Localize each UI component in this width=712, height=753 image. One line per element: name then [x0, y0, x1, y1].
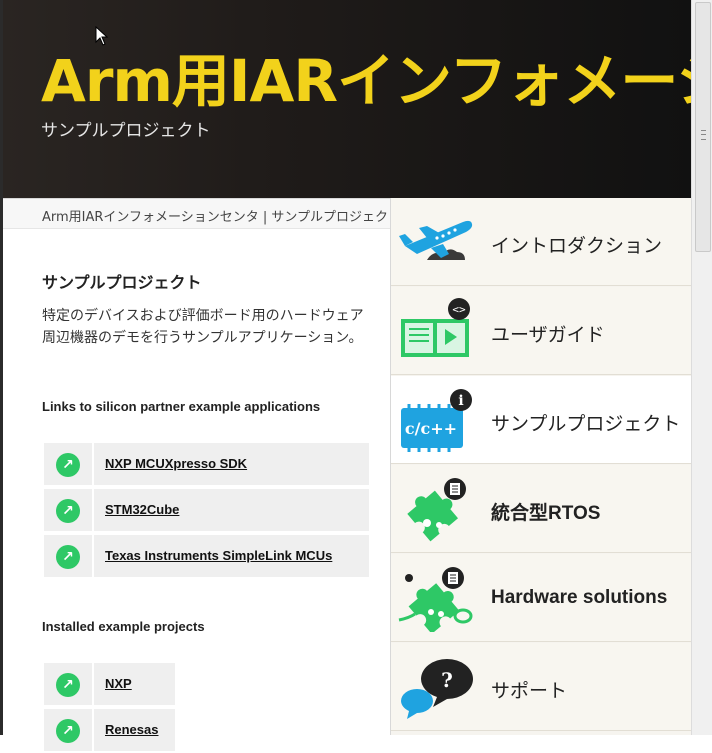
- svg-text:c/c++: c/c++: [405, 419, 457, 438]
- link-row[interactable]: ↗ STM32Cube: [44, 489, 369, 533]
- nav-item-sample-projects[interactable]: c/c++ i サンプルプロジェクト: [391, 376, 691, 464]
- header-title: Arm用IARインフォメーションセンタ: [41, 47, 691, 115]
- link-row[interactable]: ↗ Texas Instruments SimpleLink MCUs: [44, 535, 369, 579]
- nav-item-support[interactable]: ? サポート: [391, 643, 691, 731]
- nav-item-introduction[interactable]: イントロダクション: [391, 198, 691, 286]
- installed-link-nxp[interactable]: NXP: [105, 676, 132, 691]
- nav-label: イントロダクション: [491, 235, 663, 257]
- link-row[interactable]: ↗ NXP: [44, 663, 175, 707]
- arrow-link-icon: ↗: [44, 443, 94, 485]
- partner-link-stm32cube[interactable]: STM32Cube: [105, 502, 180, 517]
- page-description: 特定のデバイスおよび評価ボード用のハードウェア周辺機器のデモを行うサンプルアプリ…: [42, 308, 364, 346]
- arrow-link-icon: ↗: [44, 535, 94, 577]
- nav-label: サポート: [491, 680, 568, 702]
- svg-text:i: i: [458, 393, 463, 409]
- main-content: サンプルプロジェクト 特定のデバイスおよび評価ボード用のハードウェア周辺機器のデ…: [3, 229, 390, 753]
- partner-link-ti-simplelink[interactable]: Texas Instruments SimpleLink MCUs: [105, 548, 333, 563]
- book-icon: <>: [401, 298, 470, 357]
- arrow-link-icon: ↗: [44, 489, 94, 531]
- puzzle-cable-icon: [398, 567, 473, 632]
- nav-label: Hardware solutions: [491, 587, 668, 608]
- breadcrumb[interactable]: Arm用IARインフォメーションセンタ | サンプルプロジェクト: [3, 198, 390, 244]
- arrow-link-icon: ↗: [44, 709, 94, 751]
- nav-label: ユーザガイド: [491, 324, 605, 346]
- nav-item-user-guide[interactable]: <> ユーザガイド: [391, 287, 691, 375]
- airplane-icon: [399, 220, 473, 260]
- nav-item-hardware-solutions[interactable]: Hardware solutions: [391, 554, 691, 642]
- partner-section-heading: Links to silicon partner example applica…: [42, 399, 321, 414]
- svg-text:?: ?: [441, 668, 453, 692]
- link-row[interactable]: ↗ Renesas: [44, 709, 175, 753]
- installed-link-renesas[interactable]: Renesas: [105, 722, 159, 737]
- sidebar-nav: イントロダクション <> ユーザガイド c/c++ i サンプ: [391, 198, 691, 735]
- header-subtitle: サンプルプロジェクト: [41, 121, 211, 141]
- link-row[interactable]: ↗ NXP MCUXpresso SDK: [44, 443, 369, 487]
- page-header: Arm用IARインフォメーションセンタ サンプルプロジェクト: [3, 0, 691, 198]
- arrow-link-icon: ↗: [44, 663, 94, 705]
- chat-bubbles-icon: ?: [401, 659, 473, 719]
- browser-frame: [0, 0, 3, 735]
- column-divider: [390, 198, 391, 735]
- page-title: サンプルプロジェクト: [42, 273, 202, 292]
- vertical-scrollbar[interactable]: [691, 0, 712, 735]
- puzzle-icon: [407, 478, 466, 542]
- chip-code-icon: c/c++ i: [401, 389, 472, 452]
- svg-text:<>: <>: [452, 303, 466, 316]
- partner-link-nxp-mcuxpresso[interactable]: NXP MCUXpresso SDK: [105, 456, 248, 471]
- scrollbar-grip-icon: [701, 130, 706, 140]
- installed-section-heading: Installed example projects: [42, 619, 205, 634]
- nav-label: サンプルプロジェクト: [491, 413, 681, 435]
- nav-item-rtos[interactable]: 統合型RTOS: [391, 465, 691, 553]
- scrollbar-thumb[interactable]: [695, 2, 711, 252]
- mouse-cursor-icon: [95, 26, 109, 46]
- nav-label: 統合型RTOS: [491, 503, 601, 524]
